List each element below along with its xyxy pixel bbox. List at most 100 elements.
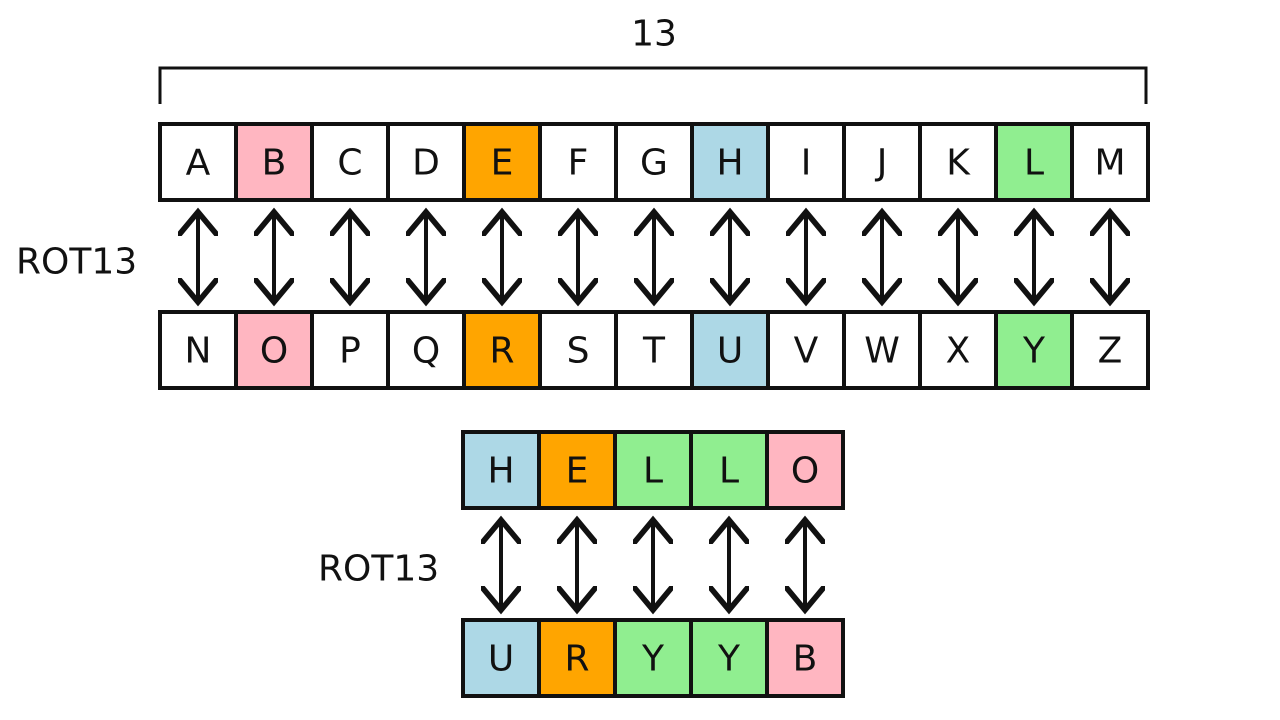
example-top-cell-e: E (537, 430, 617, 510)
alphabet-top-cell-letter: L (1024, 143, 1044, 184)
alphabet-top-cell-box (1070, 122, 1150, 202)
alphabet-bottom-cell-t: T (614, 310, 694, 390)
example-top-cell-letter: H (487, 451, 514, 492)
alphabet-bottom-cell-letter: V (794, 331, 819, 372)
alphabet-top-cell-e: E (462, 122, 542, 202)
alphabet-arrows (198, 212, 1110, 302)
example-top-cell-box (765, 430, 845, 510)
example-rot13-label: ROT13 (318, 549, 439, 590)
alphabet-top-cell-letter: H (716, 143, 743, 184)
alphabet-top-cell-box (766, 122, 846, 202)
alphabet-bottom-cell-x: X (918, 310, 998, 390)
example-arrows (501, 520, 805, 610)
example-bottom-cell-b: B (765, 618, 845, 698)
example-bottom-cell-letter: R (564, 639, 589, 680)
alphabet-bottom-cell-letter: R (489, 331, 514, 372)
example-top-cell-letter: L (719, 451, 739, 492)
alphabet-bottom-cell-letter: W (864, 331, 900, 372)
alphabet-top-cell-g: G (614, 122, 694, 202)
alphabet-bottom-cell-box (462, 310, 542, 390)
alphabet-top-cell-box (310, 122, 390, 202)
alphabet-bottom-cell-letter: T (642, 331, 666, 372)
alphabet-top-cell-letter: B (262, 143, 287, 184)
alphabet-bottom-cell-y: Y (994, 310, 1074, 390)
alphabet-bottom-cell-letter: X (946, 331, 971, 372)
alphabet-top-cell-box (614, 122, 694, 202)
alphabet-bottom-cell-box (158, 310, 238, 390)
example-top-cell-l: L (689, 430, 769, 510)
example-top-cell-o: O (765, 430, 845, 510)
alphabet-bottom-cell-box (310, 310, 390, 390)
example-bottom-cell-letter: Y (717, 639, 741, 680)
alphabet-bottom-cell-s: S (538, 310, 618, 390)
alphabet-bottom-cell-box (918, 310, 998, 390)
alphabet-top-cell-k: K (918, 122, 998, 202)
example-bottom-cell-u: U (461, 618, 541, 698)
alphabet-top-cell-letter: C (337, 143, 362, 184)
alphabet-bottom-cell-u: U (690, 310, 770, 390)
alphabet-top-cell-letter: I (801, 143, 812, 184)
alphabet-top-cell-b: B (234, 122, 314, 202)
example-bottom-cell-box (765, 618, 845, 698)
alphabet-top-cell-box (994, 122, 1074, 202)
alphabet-top-cell-letter: A (186, 143, 211, 184)
alphabet-bottom-cell-letter: Y (1022, 331, 1046, 372)
example-bottom-cell-letter: Y (641, 639, 665, 680)
alphabet-top-cell-m: M (1070, 122, 1150, 202)
alphabet-top-cell-letter: K (946, 143, 971, 184)
shift-bracket: 13 (158, 14, 1148, 104)
alphabet-bottom-cell-p: P (310, 310, 390, 390)
alphabet-top-cell-i: I (766, 122, 846, 202)
alphabet-bottom-cell-box (994, 310, 1074, 390)
alphabet-bottom-cell-w: W (842, 310, 922, 390)
alphabet-top-cell-box (158, 122, 238, 202)
alphabet-bottom-cell-r: R (462, 310, 542, 390)
alphabet-bottom-cell-box (614, 310, 694, 390)
alphabet-bottom-cell-letter: Z (1098, 331, 1123, 372)
alphabet-top-cell-c: C (310, 122, 390, 202)
alphabet-bottom-cell-v: V (766, 310, 846, 390)
alphabet-bottom-cell-box (386, 310, 466, 390)
alphabet-bottom-cell-letter: U (717, 331, 743, 372)
alphabet-bottom-cell-letter: O (260, 331, 288, 372)
example-top-cell-letter: L (643, 451, 663, 492)
alphabet-bottom-cell-q: Q (386, 310, 466, 390)
alphabet-bottom-cell-o: O (234, 310, 314, 390)
example-top-cell-h: H (461, 430, 541, 510)
alphabet-top-cell-d: D (386, 122, 466, 202)
alphabet-top-cell-box (234, 122, 314, 202)
alphabet-bottom-cell-box (766, 310, 846, 390)
alphabet-top-cell-a: A (158, 122, 238, 202)
alphabet-top-cell-box (462, 122, 542, 202)
example-bottom-cell-r: R (537, 618, 617, 698)
alphabet-bottom-cell-letter: N (185, 331, 212, 372)
alphabet-rot13-label: ROT13 (16, 242, 137, 283)
alphabet-top-cell-j: J (842, 122, 922, 202)
example-bottom-cell-box (537, 618, 617, 698)
example-bottom-cell-y: Y (689, 618, 769, 698)
alphabet-top-cell-l: L (994, 122, 1074, 202)
alphabet-bottom-cell-box (1070, 310, 1150, 390)
example-bottom-cell-box (461, 618, 541, 698)
alphabet-bottom-cell-z: Z (1070, 310, 1150, 390)
shift-label: 13 (631, 14, 677, 55)
example-bottom-cell-box (689, 618, 769, 698)
alphabet-top-cell-h: H (690, 122, 770, 202)
alphabet-top-cell-letter: G (640, 143, 668, 184)
alphabet-top-cell-letter: D (412, 143, 440, 184)
example-bottom-cell-y: Y (613, 618, 693, 698)
example-top-cell-box (537, 430, 617, 510)
alphabet-top-cell-box (842, 122, 922, 202)
alphabet-bottom-cell-letter: Q (412, 331, 440, 372)
alphabet-top-cell-letter: J (875, 143, 888, 184)
alphabet-bottom-cell-letter: P (339, 331, 361, 372)
example-bottom-cell-letter: B (793, 639, 818, 680)
alphabet-top-cell-f: F (538, 122, 618, 202)
example-top-cell-letter: E (566, 451, 589, 492)
